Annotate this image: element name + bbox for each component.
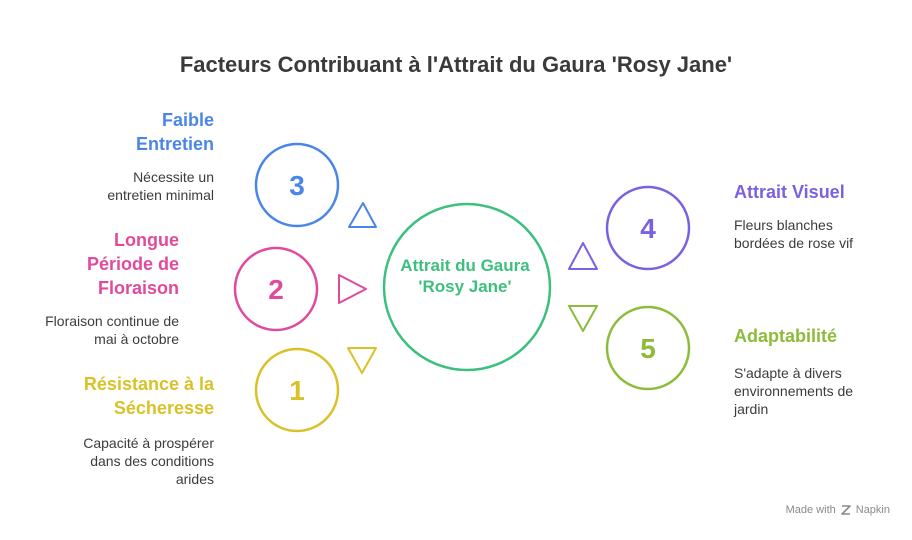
factor-description-5: S'adapte à divers environnements de jard… [734, 365, 854, 417]
napkin-brand-label: Napkin [855, 504, 890, 516]
triangle-up-icon [568, 242, 598, 270]
factor-number-5: 5 [640, 333, 656, 364]
factor-circle-4 [605, 185, 691, 271]
factor-number-3: 3 [289, 170, 305, 201]
factor-title-1: Résistance à la Sécheresse [83, 374, 214, 418]
factor-description-3: Nécessite un entretien minimal [107, 169, 214, 203]
made-with-label: Made with [785, 504, 836, 516]
factor-title-2: Longue Période de Floraison [86, 230, 179, 298]
made-with-napkin-footer[interactable]: Made with Napkin [786, 504, 890, 516]
triangle-down-icon [568, 305, 598, 332]
factor-circle-5 [605, 305, 691, 391]
triangle-down-icon [347, 347, 377, 374]
factor-number-2: 2 [268, 274, 284, 305]
napkin-logo-icon [840, 505, 851, 515]
factor-title-4: Attrait Visuel [734, 182, 845, 202]
factor-number-4: 4 [640, 213, 656, 244]
factor-circle-2 [233, 246, 319, 332]
factor-description-4: Fleurs blanches bordées de rose vif [734, 217, 854, 251]
center-label: Attrait du Gaura 'Rosy Jane' [400, 256, 530, 296]
diagram-title: Facteurs Contribuant à l'Attrait du Gaur… [179, 52, 733, 77]
factor-number-1: 1 [289, 375, 305, 406]
factor-circle-3 [254, 142, 340, 228]
factor-description-1: Capacité à prospérer dans des conditions… [83, 435, 214, 487]
center-circle [382, 202, 552, 372]
factor-title-3: Faible Entretien [135, 110, 214, 154]
factor-description-2: Floraison continue de mai à octobre [45, 313, 179, 347]
triangle-up-icon [348, 202, 377, 228]
triangle-right-icon [338, 274, 367, 304]
factor-circle-1 [254, 347, 340, 433]
factor-title-5: Adaptabilité [734, 326, 838, 346]
